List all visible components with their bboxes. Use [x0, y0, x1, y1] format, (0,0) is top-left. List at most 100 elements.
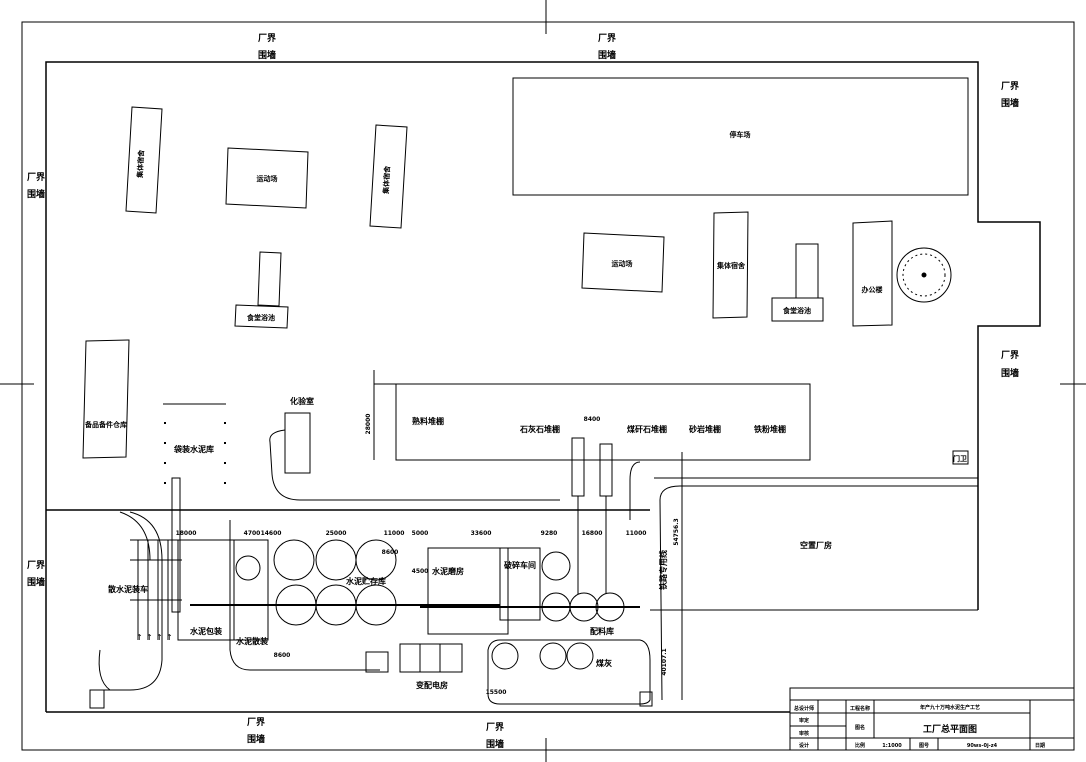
parking-outline	[512, 77, 969, 196]
boundary-label-right-1b: 围墙	[1001, 97, 1019, 109]
railway-label: 铁路专用线	[658, 550, 668, 590]
dim-15500: 15500	[486, 689, 507, 696]
packing-outline	[177, 539, 235, 641]
dim-33600: 33600	[471, 530, 492, 537]
dim-54756: 54756.3	[673, 518, 680, 545]
guard-box-sw	[89, 689, 105, 709]
sports-field-1-label: 运动场	[257, 174, 278, 183]
clinker-shed-label: 熟料堆棚	[412, 416, 444, 426]
coal-silo-3	[566, 642, 594, 670]
dim-11000b: 11000	[626, 530, 647, 537]
substation-outline	[399, 643, 463, 673]
office-outline	[852, 220, 893, 327]
road-sheds	[629, 461, 641, 520]
tb-drawing-name: 工厂总平面图	[923, 723, 977, 735]
road-coal	[487, 639, 651, 705]
dorm-1-outline	[125, 106, 163, 214]
title-block	[789, 687, 1075, 751]
dim-11000a: 11000	[384, 530, 405, 537]
tb-drawing-name-label: 图名	[855, 724, 865, 731]
dim-8600b: 8600	[274, 652, 291, 659]
parking-label: 停车场	[730, 130, 751, 139]
sports-field-1-outline	[225, 147, 309, 209]
tb-approved: 审定	[799, 717, 809, 724]
crushing-outline	[499, 547, 541, 621]
boundary-label-right-2b: 围墙	[1001, 367, 1019, 379]
svg-text:↑: ↑	[136, 633, 143, 642]
tb-date-label: 日期	[1035, 742, 1045, 749]
boundary-label-left-1a: 厂界	[27, 172, 45, 183]
dorm-3-outline	[712, 211, 749, 319]
mill-outline	[427, 547, 509, 635]
fountain-outer	[896, 247, 952, 303]
tb-reviewed: 审核	[799, 730, 809, 737]
road-east	[659, 485, 978, 701]
svg-text:↑: ↑	[156, 633, 163, 642]
dim-14600: 14600	[261, 530, 282, 537]
crusher-circle	[541, 551, 571, 581]
dorm-2-outline	[369, 124, 408, 229]
cement-bulk-label: 水泥散装	[235, 636, 268, 646]
fountain-center	[921, 272, 927, 278]
canteen-2-tower	[795, 243, 819, 299]
dim-8600a: 8600	[382, 549, 399, 556]
gangue-conveyor	[599, 443, 613, 497]
bagged-cement-posts	[164, 422, 226, 484]
boundary-label-top-1b: 围墙	[258, 49, 276, 61]
office-label: 办公楼	[862, 285, 883, 294]
sports-field-2-label: 运动场	[612, 259, 633, 268]
bagged-conveyor	[171, 477, 181, 613]
dim-40107: 40107.1	[661, 648, 668, 675]
plant-boundary-wall	[45, 61, 1041, 712]
bulk-silo	[235, 555, 261, 581]
road-lab	[269, 429, 560, 501]
cement-silo-label: 水泥贮存库	[345, 576, 386, 586]
dim-28000: 28000	[365, 414, 372, 435]
dim-4500: 4500	[412, 568, 429, 575]
canteen-1-tower	[257, 251, 282, 307]
dim-25000: 25000	[326, 530, 347, 537]
boundary-label-left-2b: 围墙	[27, 576, 45, 588]
boundary-label-left-2a: 厂界	[27, 560, 45, 571]
lab-outline	[284, 412, 311, 474]
dim-8400: 8400	[584, 416, 601, 423]
canteen-2-label: 食堂浴池	[782, 306, 811, 315]
guard-box-se	[639, 691, 653, 707]
sports-field-2-outline	[581, 232, 665, 293]
boundary-label-top-1a: 厂界	[258, 33, 276, 44]
coal-silo-2	[539, 642, 567, 670]
tb-designed: 设计	[799, 742, 809, 749]
boundary-label-left-1b: 围墙	[27, 188, 45, 200]
iron-shed-label: 铁粉堆棚	[754, 424, 786, 434]
fountain-inner	[902, 253, 946, 297]
coal-ash-label: 煤灰	[596, 658, 612, 668]
dim-9280: 9280	[541, 530, 558, 537]
dorm-3-label: 集体宿舍	[716, 261, 746, 270]
bulk-outline	[233, 539, 269, 641]
canteen-1-label: 食堂浴池	[246, 313, 275, 322]
silo-top-2	[315, 539, 357, 581]
cement-mill-label: 水泥磨房	[431, 566, 464, 576]
arrows: ↑↑↑↑	[136, 633, 173, 642]
drawing-frame	[21, 21, 1075, 751]
dim-16800: 16800	[582, 530, 603, 537]
boundary-label-bottom-1b: 围墙	[247, 733, 265, 745]
tb-project-name-label: 工程名称	[850, 705, 870, 712]
bulk-loading-label: 散水泥装车	[108, 584, 148, 594]
storage-sheds-outline	[373, 370, 811, 461]
tb-drawing-no-label: 图号	[919, 742, 929, 749]
dim-4700: 4700	[244, 530, 261, 537]
crushing-label: 破碎车间	[504, 560, 536, 570]
road-loading-curve	[98, 649, 111, 691]
road-loading	[100, 511, 163, 691]
silo-top-1	[273, 539, 315, 581]
canteen-2-outline	[771, 297, 824, 322]
boundary-label-top-2b: 围墙	[598, 49, 616, 61]
silo-top-3	[355, 539, 397, 581]
gate-label: 门卫	[953, 454, 967, 463]
limestone-conveyor	[571, 437, 585, 497]
coal-silo-1	[491, 642, 519, 670]
boundary-labels: 厂界 围墙 厂界 围墙 厂界 围墙 厂界 围墙 厂界 围墙 厂界 围墙 厂界 围…	[27, 33, 1019, 750]
tb-drawing-no: 90ws-0j-z4	[967, 743, 998, 749]
